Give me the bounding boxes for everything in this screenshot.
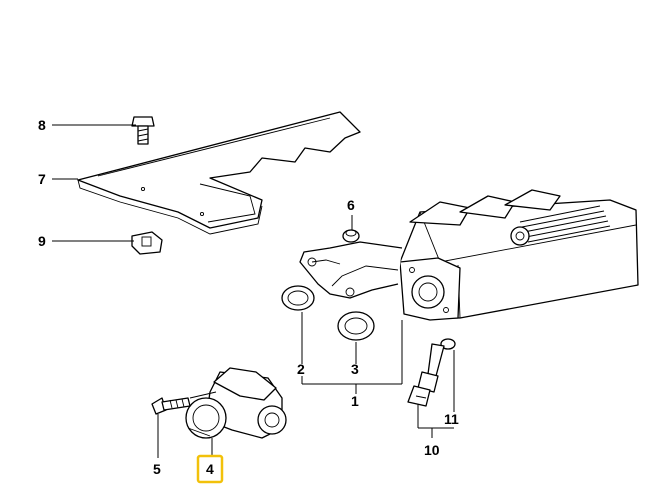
callout-9[interactable]: 9 <box>38 233 46 249</box>
cap-6[interactable] <box>342 229 360 243</box>
clip-nut-9[interactable] <box>131 231 163 255</box>
callout-11[interactable]: 11 <box>444 411 459 427</box>
callout-labels: 8 7 9 6 2 3 1 5 4 11 10 <box>38 117 459 484</box>
bolt-8[interactable] <box>131 116 155 145</box>
callout-5[interactable]: 5 <box>153 461 161 477</box>
intake-manifold[interactable] <box>299 189 639 321</box>
bolt-5[interactable] <box>151 397 191 415</box>
seal-ring-2[interactable] <box>281 285 315 311</box>
callout-10[interactable]: 10 <box>424 442 440 458</box>
seal-ring-3[interactable] <box>337 311 375 341</box>
temperature-sensor-10[interactable] <box>407 343 445 407</box>
throttle-housing-4[interactable] <box>185 367 287 439</box>
callout-2[interactable]: 2 <box>297 361 305 377</box>
callout-1[interactable]: 1 <box>351 393 359 409</box>
callout-8[interactable]: 8 <box>38 117 46 133</box>
callout-7[interactable]: 7 <box>38 171 46 187</box>
heat-shield-plate[interactable] <box>77 111 361 235</box>
leader-lines <box>52 124 455 458</box>
callout-6[interactable]: 6 <box>347 197 355 213</box>
highlight-frame <box>196 454 224 484</box>
callout-3[interactable]: 3 <box>351 361 359 377</box>
callout-4[interactable]: 4 <box>206 461 214 477</box>
